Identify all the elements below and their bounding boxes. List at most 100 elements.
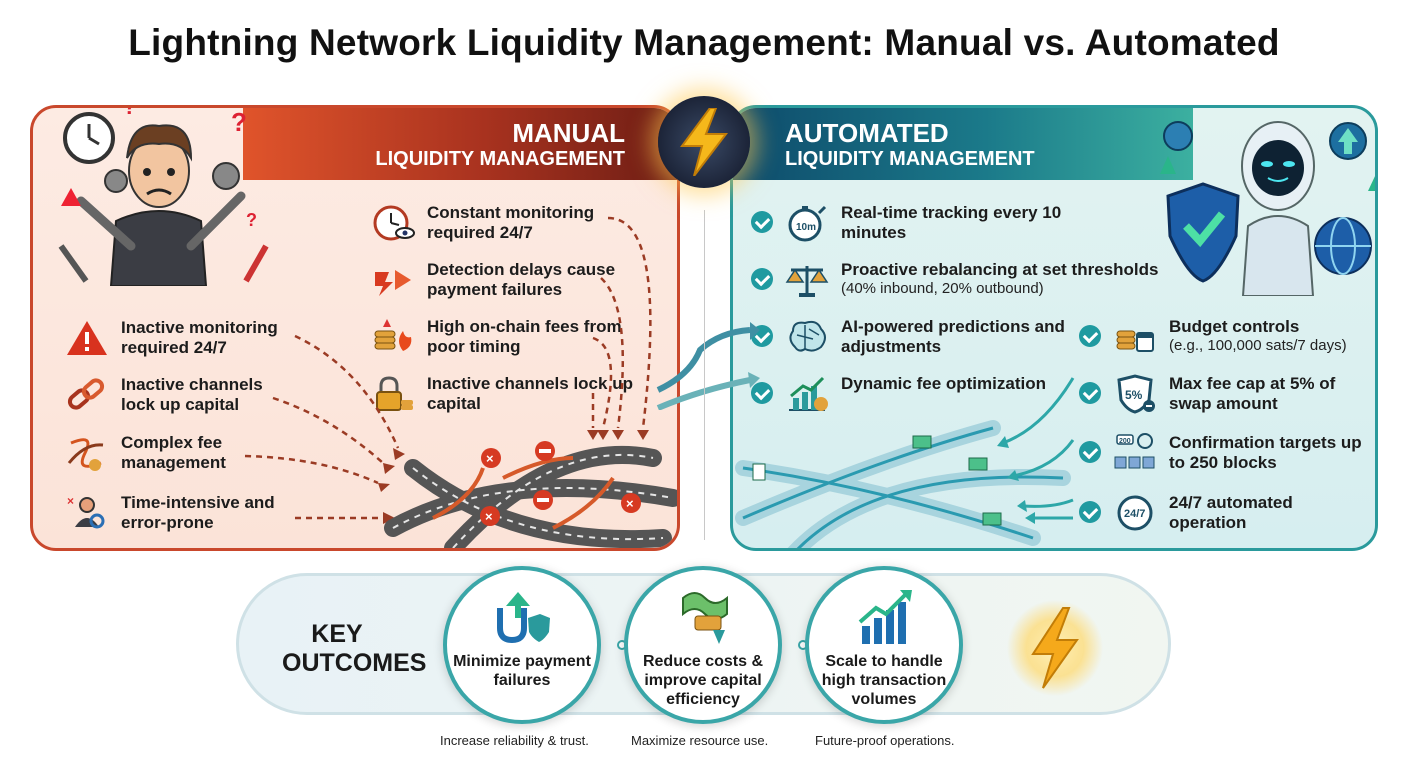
tangle-icon: [65, 433, 109, 473]
stopwatch-label: 10m: [796, 222, 816, 233]
brain-icon: [785, 317, 829, 357]
auto-left-item-1-text: Real-time tracking every 10 minutes: [841, 203, 1062, 242]
outcome-3-text: Scale to handle high transaction volumes: [821, 653, 947, 708]
svg-text:×: ×: [486, 451, 494, 466]
percent-label: 5%: [1125, 388, 1143, 402]
clock-24-icon: 24/7: [1113, 493, 1157, 533]
page-title: Lightning Network Liquidity Management: …: [128, 22, 1280, 63]
auto-left-item-3-text: AI-powered predictions and adjustments: [841, 317, 1065, 356]
manual-left-item-3-text: Complex fee management: [121, 433, 226, 472]
automated-flow-channels: [735, 377, 1075, 548]
auto-right-item-3-text: Confirmation targets up to 250 blocks: [1169, 433, 1362, 472]
manual-flow-arrows: × × ×: [244, 216, 677, 548]
padlock-coins-icon: [371, 374, 415, 414]
stressed-person-icon: ? ? ?: [58, 105, 269, 286]
clock-24-label: 24/7: [1124, 508, 1145, 520]
blocks-label: 200: [1119, 438, 1131, 445]
auto-right-item-1-sub: (e.g., 100,000 sats/7 days): [1169, 337, 1347, 354]
chain-link-icon: [65, 375, 109, 415]
broken-arrow-icon: [371, 260, 415, 300]
auto-right-item-2-text: Max fee cap at 5% of swap amount: [1169, 374, 1336, 413]
center-divider: [704, 210, 705, 540]
manual-left-item-3: Complex fee management: [65, 433, 301, 473]
auto-right-item-1-text: Budget controls: [1169, 317, 1300, 336]
auto-right-item-4: 24/7 24/7 automated operation: [1079, 493, 1369, 533]
blocked-x-icons: × × ×: [480, 441, 641, 526]
check-icon: [751, 268, 773, 290]
manual-right-item-3: High on-chain fees from poor timing: [371, 317, 637, 357]
svg-text:?: ?: [231, 107, 247, 137]
auto-right-item-1-body: Budget controls (e.g., 100,000 sats/7 da…: [1169, 317, 1375, 354]
auto-right-item-2: 5% Max fee cap at 5% of swap amount: [1079, 374, 1369, 414]
manual-left-item-2: Inactive channels lock up capital: [65, 375, 301, 415]
manual-right-item-1: Constant monitoring required 24/7: [371, 203, 637, 243]
growth-bars-icon: [858, 590, 912, 644]
automated-panel: AUTOMATED LIQUIDITY MANAGEMENT 10m Real-…: [730, 105, 1378, 551]
manual-right-item-2-text: Detection delays cause payment failures: [427, 260, 616, 299]
auto-left-item-2-body: Proactive rebalancing at set thresholds …: [841, 260, 1181, 297]
stopwatch-icon: 10m: [785, 203, 829, 243]
robot-shield-icon: [1160, 121, 1375, 296]
auto-left-item-4: Dynamic fee optimization: [751, 374, 1071, 414]
money-down-arrow-icon: [682, 592, 728, 644]
svg-text:×: ×: [626, 496, 634, 511]
outcome-2-caption: Maximize resource use.: [631, 733, 769, 748]
automated-heading: AUTOMATED: [785, 118, 949, 148]
manual-subheading: LIQUIDITY MANAGEMENT: [375, 148, 625, 170]
warning-icon: [65, 318, 109, 358]
manual-left-item-1: Inactive monitoring required 24/7: [65, 318, 301, 358]
automated-subheading: LIQUIDITY MANAGEMENT: [785, 148, 1035, 170]
outcome-3-caption: Future-proof operations.: [815, 733, 955, 748]
blocks-icon: 200: [1113, 433, 1157, 473]
check-icon: [751, 211, 773, 233]
manual-right-item-3-text: High on-chain fees from poor timing: [427, 317, 622, 356]
coins-calendar-icon: [1113, 317, 1157, 357]
manual-header: MANUAL LIQUIDITY MANAGEMENT: [243, 108, 677, 180]
lightning-bolt-icon: [658, 96, 750, 188]
check-icon: [1079, 382, 1101, 404]
person-search-icon: ×: [65, 493, 109, 533]
coins-fire-icon: [371, 317, 415, 357]
glowing-bolt-icon: [1007, 600, 1103, 696]
outcome-1-text: Minimize payment failures: [453, 653, 591, 689]
svg-text:×: ×: [67, 494, 74, 508]
check-icon: [1079, 441, 1101, 463]
manual-right-item-4: Inactive channels lock up capital: [371, 374, 637, 414]
outcome-circle-3: Scale to handle high transaction volumes: [805, 566, 963, 724]
manual-left-item-4-text: Time-intensive and error-prone: [121, 493, 275, 532]
manual-panel: MANUAL LIQUIDITY MANAGEMENT ? ? ? Consta…: [30, 105, 680, 551]
manual-right-item-4-text: Inactive channels lock up capital: [427, 374, 633, 413]
shield-up-arrow-icon: [497, 592, 550, 644]
check-icon: [1079, 325, 1101, 347]
manual-right-item-1-text: Constant monitoring required 24/7: [427, 203, 595, 242]
check-icon: [751, 382, 773, 404]
svg-text:?: ?: [246, 210, 257, 230]
manual-left-item-4: × Time-intensive and error-prone: [65, 493, 301, 533]
auto-left-item-3: AI-powered predictions and adjustments: [751, 317, 1071, 357]
manual-right-item-2: Detection delays cause payment failures: [371, 260, 637, 300]
auto-left-item-2-text: Proactive rebalancing at set thresholds: [841, 260, 1159, 279]
check-icon: [1079, 501, 1101, 523]
automated-header: AUTOMATED LIQUIDITY MANAGEMENT: [733, 108, 1193, 180]
outcome-circle-2: Reduce costs & improve capital efficienc…: [624, 566, 782, 724]
manual-heading: MANUAL: [512, 118, 625, 148]
auto-right-item-4-text: 24/7 automated operation: [1169, 493, 1293, 532]
clock-eye-icon: [371, 203, 415, 243]
manual-left-item-2-text: Inactive channels lock up capital: [121, 375, 263, 414]
auto-right-item-3: 200 Confirmation targets up to 250 block…: [1079, 433, 1369, 473]
manual-left-item-1-text: Inactive monitoring required 24/7: [121, 318, 278, 357]
key-outcomes-label: KEY OUTCOMES: [282, 620, 427, 677]
outcome-circle-1: Minimize payment failures: [443, 566, 601, 724]
svg-text:?: ?: [123, 105, 136, 119]
bridge-arrows: [656, 322, 760, 410]
auto-left-item-2-sub: (40% inbound, 20% outbound): [841, 280, 1044, 297]
percent-shield-icon: 5%: [1113, 374, 1157, 414]
outcome-1-caption: Increase reliability & trust.: [440, 733, 589, 748]
auto-left-item-2: Proactive rebalancing at set thresholds …: [751, 260, 1181, 300]
outcome-2-text: Reduce costs & improve capital efficienc…: [642, 653, 764, 708]
svg-text:×: ×: [485, 509, 493, 524]
envelope-icons: [752, 435, 1002, 526]
auto-left-item-1: 10m Real-time tracking every 10 minutes: [751, 203, 1071, 243]
balance-scale-icon: [785, 260, 829, 300]
growth-chart-icon: [785, 374, 829, 414]
